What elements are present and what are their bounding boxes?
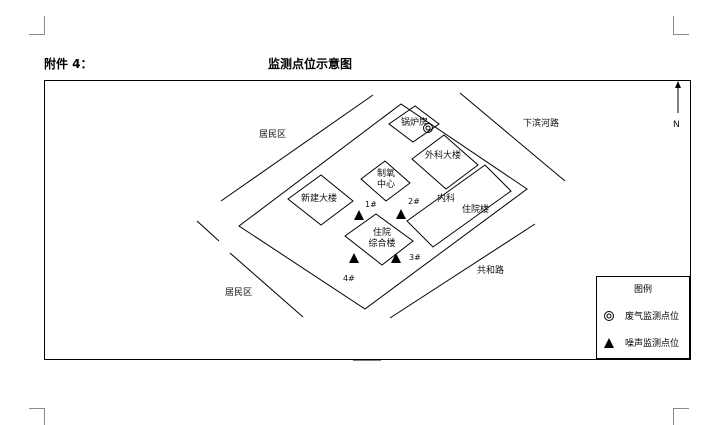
noise-point-1-label: 1# — [365, 200, 377, 209]
internal-medicine-label: 内科 住院楼 — [437, 194, 489, 216]
new-building-label: 新建大楼 — [301, 194, 338, 204]
legend-box: 图例 废气监测点位 噪声监测点位 — [596, 276, 690, 359]
noise-point-2-label: 2# — [408, 197, 420, 206]
crop-mark-bottom-left-v — [44, 408, 45, 425]
noise-point-1-icon — [354, 210, 364, 220]
crop-mark-bottom-right-h — [673, 408, 689, 409]
internal-medicine-outline — [406, 164, 512, 248]
monitoring-map: N 下滨河路 共和路 居民区 居民区 锅炉房 外科大楼 制氧 中心 新建大楼 内… — [44, 80, 691, 361]
legend-noise-label: 噪声监测点位 — [625, 339, 680, 349]
crop-mark-top-right-v — [673, 16, 674, 34]
road-edge-northwest — [220, 94, 374, 202]
oxygen-center-line1: 制氧 — [376, 169, 395, 179]
boiler-room-outline — [388, 105, 440, 143]
crop-mark-top-left-h — [29, 34, 45, 35]
new-building-outline — [287, 174, 354, 226]
document-title: 监测点位示意图 — [268, 57, 353, 71]
crop-mark-top-left-v — [44, 16, 45, 34]
legend-waste-gas-row: 废气监测点位 — [603, 309, 679, 322]
crop-mark-top-right-h — [673, 34, 689, 35]
inpatient-building-label: 住院 综合楼 — [363, 228, 401, 250]
noise-point-4-label: 4# — [343, 274, 355, 283]
inpatient-line2: 综合楼 — [368, 239, 396, 249]
noise-point-3-label: 3# — [409, 253, 421, 262]
xiabin-road-label: 下滨河路 — [523, 119, 560, 129]
legend-title: 图例 — [633, 285, 652, 295]
north-label: N — [673, 120, 680, 130]
crop-mark-bottom-left-h — [29, 408, 45, 409]
north-arrow-head-icon — [675, 81, 681, 88]
inpatient-line1: 住院 — [372, 228, 391, 238]
boiler-room-label: 锅炉房 — [401, 118, 429, 128]
road-edge-southeast — [389, 223, 536, 319]
surgery-building-label: 外科大楼 — [425, 151, 462, 161]
oxygen-center-label: 制氧 中心 — [373, 169, 399, 191]
double-circle-icon — [604, 310, 614, 321]
waste-gas-point-boiler — [423, 123, 433, 133]
internal-medicine-line1: 内科 — [437, 194, 456, 204]
surgery-building-outline — [411, 134, 479, 190]
crop-mark-bottom-right-v — [673, 408, 674, 425]
noise-point-4-icon — [349, 253, 359, 263]
gonghe-road-label: 共和路 — [477, 266, 505, 276]
road-edge-southwest-lower — [229, 252, 304, 318]
oxygen-center-line2: 中心 — [376, 180, 395, 190]
noise-point-3-icon — [391, 253, 401, 263]
filled-triangle-icon — [604, 337, 614, 348]
road-edge-southwest-upper — [196, 220, 220, 242]
attachment-label: 附件 4： — [44, 57, 93, 71]
residential-area-bottom-label: 居民区 — [225, 288, 253, 298]
legend-waste-gas-label: 废气监测点位 — [625, 312, 680, 322]
site-boundary — [238, 103, 528, 310]
oxygen-center-outline — [360, 160, 411, 202]
noise-point-2-icon — [396, 209, 406, 219]
residential-area-top-label: 居民区 — [259, 130, 287, 140]
legend-noise-row: 噪声监测点位 — [603, 336, 679, 349]
road-edge-northeast — [459, 92, 566, 182]
inpatient-building-outline — [344, 213, 414, 266]
site-plan-drawing — [196, 81, 681, 361]
internal-medicine-line2: 住院楼 — [461, 205, 489, 215]
